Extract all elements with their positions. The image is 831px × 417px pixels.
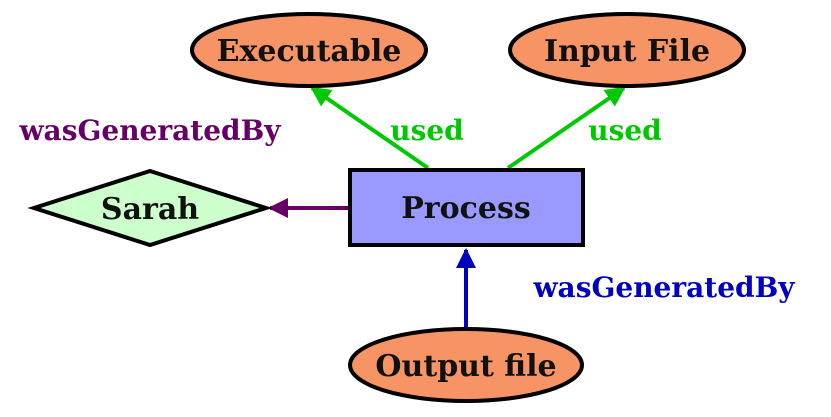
node-label-process: Process: [401, 191, 531, 226]
edge-used-executable: [310, 86, 430, 170]
edge-used-input-file: [506, 86, 626, 170]
node-label-executable: Executable: [217, 34, 402, 69]
node-output-file: Output file: [348, 327, 584, 403]
node-sarah: Sarah: [27, 168, 273, 248]
node-executable: Executable: [190, 12, 428, 88]
node-label-sarah: Sarah: [101, 192, 199, 227]
node-label-output-file: Output file: [375, 349, 556, 384]
edge-label-was-generated-by-sarah: wasGeneratedBy: [18, 114, 281, 147]
node-process: Process: [348, 168, 585, 247]
edge-label-was-generated-by-process: wasGeneratedBy: [532, 271, 795, 304]
node-label-input-file: Input File: [544, 34, 710, 69]
edge-label-used-input-file: used: [588, 114, 662, 147]
edge-label-used-executable: used: [390, 114, 464, 147]
node-input-file: Input File: [508, 12, 746, 88]
